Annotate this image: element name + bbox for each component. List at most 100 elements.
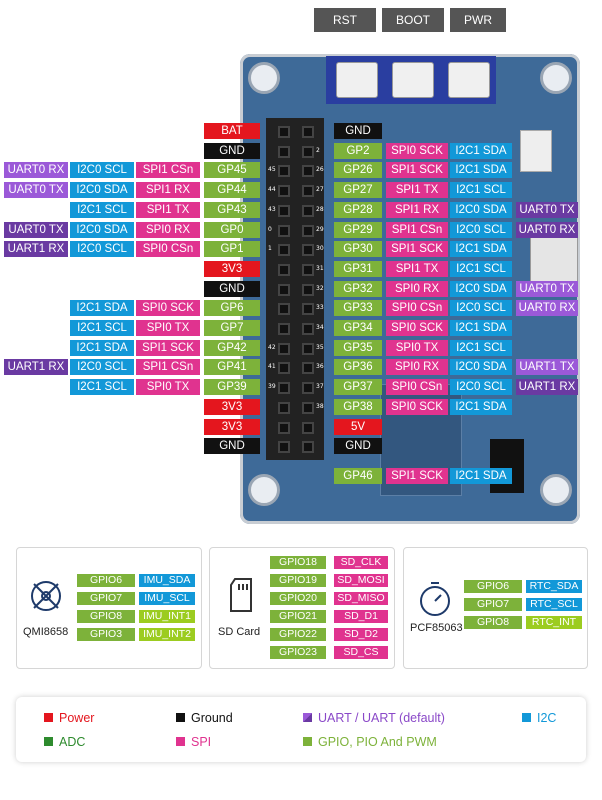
function-label: RTC_INT xyxy=(526,616,582,629)
header-pin xyxy=(278,165,290,177)
header-pin xyxy=(302,244,314,256)
gpio-label: GPIO18 xyxy=(270,556,326,569)
pin-label-3v3: 3V3 xyxy=(204,419,260,435)
header-pin xyxy=(278,343,290,355)
gpio-label: GPIO7 xyxy=(464,598,522,611)
pin-label-i2c0-scl: I2C0 SCL xyxy=(70,162,134,178)
pin-label-spi1-tx: SPI1 TX xyxy=(386,182,448,198)
pin-label-gp44: GP44 xyxy=(204,182,260,198)
pin-label-gp7: GP7 xyxy=(204,320,260,336)
pin-number: 44 xyxy=(268,186,276,193)
function-label: IMU_SDA xyxy=(139,574,195,587)
header-pin xyxy=(278,362,290,374)
pin-number: 30 xyxy=(316,245,324,252)
header-pin xyxy=(278,264,290,276)
header-pin xyxy=(302,165,314,177)
pin-label-spi1-csn: SPI1 CSn xyxy=(136,162,200,178)
header-pin xyxy=(278,422,290,434)
function-label: SD_MISO xyxy=(334,592,388,605)
pin-label-spi1-rx: SPI1 RX xyxy=(386,202,448,218)
pin-label-gp26: GP26 xyxy=(334,162,382,178)
header-pin xyxy=(278,185,290,197)
pin-label-gp39: GP39 xyxy=(204,379,260,395)
pin-label-gp31: GP31 xyxy=(334,261,382,277)
mount-hole xyxy=(248,62,280,94)
pin-number: 27 xyxy=(316,186,324,193)
pin-label-gnd: GND xyxy=(204,143,260,159)
bat-connector xyxy=(520,130,552,172)
header-pin xyxy=(278,323,290,335)
pin-number: 33 xyxy=(316,304,324,311)
header-pin xyxy=(302,185,314,197)
pin-label-gp42: GP42 xyxy=(204,340,260,356)
pin-label-gp34: GP34 xyxy=(334,320,382,336)
header-pin xyxy=(302,284,314,296)
pin-number: 38 xyxy=(316,403,324,410)
pin-number: 26 xyxy=(316,166,324,173)
pin-label-gp46: GP46 xyxy=(334,468,382,484)
legend-power: Power xyxy=(44,711,94,725)
pin-label-uart0-rx: UART0 RX xyxy=(4,162,68,178)
header-pin xyxy=(302,323,314,335)
pin-number: 32 xyxy=(316,285,324,292)
pin-label-uart1-rx: UART1 RX xyxy=(516,379,578,395)
pin-label-spi0-tx: SPI0 TX xyxy=(136,379,200,395)
pin-label-spi1-sck: SPI1 SCK xyxy=(136,340,200,356)
pin-label-gp28: GP28 xyxy=(334,202,382,218)
mount-hole xyxy=(540,474,572,506)
pin-label-spi0-rx: SPI0 RX xyxy=(136,222,200,238)
pin-label-spi1-tx: SPI1 TX xyxy=(386,261,448,277)
pin-label-i2c1-scl: I2C1 SCL xyxy=(450,261,512,277)
pin-number: 39 xyxy=(268,383,276,390)
pin-number: 2 xyxy=(316,147,320,154)
pin-label-i2c0-sda: I2C0 SDA xyxy=(70,222,134,238)
pin-label-spi0-csn: SPI0 CSn xyxy=(136,241,200,257)
pin-label-uart0-tx: UART0 TX xyxy=(4,222,68,238)
pin-number: 0 xyxy=(268,226,272,233)
legend-i2c: I2C xyxy=(522,711,556,725)
pin-label-uart0-tx: UART0 TX xyxy=(4,182,68,198)
pin-label-gp36: GP36 xyxy=(334,359,382,375)
gpio-label: GPIO8 xyxy=(77,610,135,623)
header-pin xyxy=(302,303,314,315)
pin-number: 36 xyxy=(316,363,324,370)
pin-label-gp43: GP43 xyxy=(204,202,260,218)
function-label: IMU_INT1 xyxy=(139,610,195,623)
boot-label: BOOT xyxy=(382,8,444,32)
pin-label-i2c0-sda: I2C0 SDA xyxy=(450,202,512,218)
gpio-label: GPIO21 xyxy=(270,610,326,623)
imu-name: QMI8658 xyxy=(23,626,69,638)
gpio-label: GPIO20 xyxy=(270,592,326,605)
pin-label-5v: 5V xyxy=(334,419,382,435)
pin-label-spi1-sck: SPI1 SCK xyxy=(386,162,448,178)
pin-label-gp2: GP2 xyxy=(334,143,382,159)
pin-label-uart0-tx: UART0 TX xyxy=(516,281,578,297)
pin-number: 34 xyxy=(316,324,324,331)
sd-card-icon xyxy=(230,578,252,612)
header-pin xyxy=(302,343,314,355)
pin-label-bat: BAT xyxy=(204,123,260,139)
legend-ground: Ground xyxy=(176,711,233,725)
pin-number: 45 xyxy=(268,166,276,173)
function-label: RTC_SDA xyxy=(526,580,582,593)
gpio-label: GPIO7 xyxy=(77,592,135,605)
boot-switch xyxy=(392,62,434,98)
pin-label-i2c0-sda: I2C0 SDA xyxy=(70,182,134,198)
header-pin xyxy=(278,146,290,158)
pin-label-gp33: GP33 xyxy=(334,300,382,316)
function-label: SD_D2 xyxy=(334,628,388,641)
pin-label-gnd: GND xyxy=(204,438,260,454)
header-pin xyxy=(302,146,314,158)
pin-label-i2c0-scl: I2C0 SCL xyxy=(70,359,134,375)
pin-label-i2c0-scl: I2C0 SCL xyxy=(450,379,512,395)
header-pin xyxy=(302,205,314,217)
pin-label-uart0-rx: UART0 RX xyxy=(516,300,578,316)
header-pin xyxy=(278,382,290,394)
pin-label-gp35: GP35 xyxy=(334,340,382,356)
legend-uart: UART / UART (default) xyxy=(303,711,445,725)
gpio-header xyxy=(266,118,324,460)
imu-icon xyxy=(31,581,61,611)
chip xyxy=(490,439,524,493)
pin-number: 43 xyxy=(268,206,276,213)
